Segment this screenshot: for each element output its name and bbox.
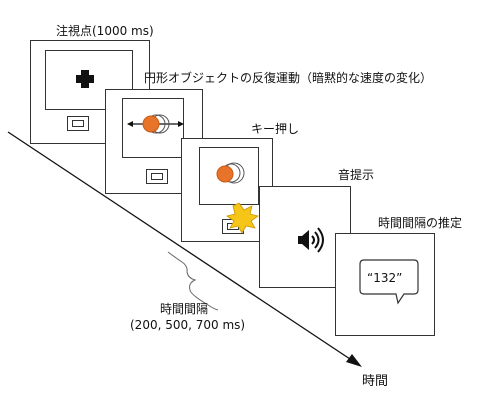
step-label-motion: 円形オブジェクトの反復運動（暗黙的な速度の変化） [144,71,433,85]
plus-fixation-icon [68,64,102,94]
keypress-screen [199,147,259,205]
fixation-screen [45,50,133,110]
step-label-tone: 音提示 [338,168,375,182]
keypress-frame [181,138,273,242]
motion-screen [122,98,184,158]
speech-bubble-text: “132” [367,271,403,285]
step-label-fixation: 注視点(1000 ms) [56,24,154,38]
step-label-keypress: キー押し [251,122,300,136]
time-axis-label: 時間 [362,374,389,389]
interval-values: (200, 500, 700 ms) [130,318,246,332]
key-box [67,116,89,131]
step-label-estimation: 時間間隔の推定 [378,216,463,230]
interval-label: 時間間隔 [160,302,209,316]
key-box [146,169,168,184]
